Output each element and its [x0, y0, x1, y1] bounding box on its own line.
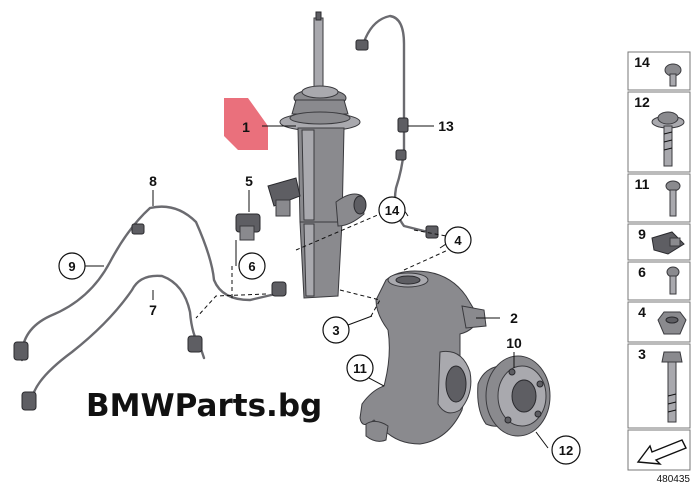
callout-1: 1 — [242, 119, 250, 135]
wear-sensor — [235, 213, 261, 241]
wheel-hub — [477, 355, 551, 437]
callout-4: 4 — [454, 233, 462, 248]
panel-label-9: 9 — [638, 226, 646, 242]
callout-13: 13 — [438, 118, 454, 134]
callout-9: 9 — [68, 259, 75, 274]
callout-3: 3 — [332, 323, 339, 338]
steering-knuckle — [359, 270, 487, 445]
callouts: 1 2 3 4 5 6 7 8 9 10 11 12 13 14 — [58, 118, 581, 465]
leader-lines — [84, 125, 549, 449]
callout-6: 6 — [248, 259, 255, 274]
callout-2: 2 — [510, 310, 518, 326]
panel-label-4: 4 — [638, 304, 646, 320]
callout-10: 10 — [506, 335, 522, 351]
watermark-text: BMWParts.bg — [86, 388, 322, 424]
side-panel: 14 12 11 9 6 4 3 — [627, 51, 691, 471]
callout-8: 8 — [149, 173, 157, 189]
wear-sensor-cables — [13, 205, 287, 411]
panel-label-11: 11 — [635, 176, 650, 192]
panel-label-6: 6 — [638, 264, 646, 280]
callout-7: 7 — [149, 302, 157, 318]
strut-assembly — [267, 11, 367, 299]
panel-label-14: 14 — [634, 54, 650, 70]
callout-12: 12 — [559, 443, 573, 458]
part-1-highlight — [224, 98, 268, 150]
callout-11: 11 — [353, 361, 367, 376]
callout-5: 5 — [245, 173, 253, 189]
callout-14: 14 — [385, 203, 400, 218]
panel-label-3: 3 — [638, 346, 646, 362]
document-number: 480435 — [657, 474, 691, 485]
panel-label-12: 12 — [634, 94, 650, 110]
direction-arrow-icon — [636, 439, 687, 465]
